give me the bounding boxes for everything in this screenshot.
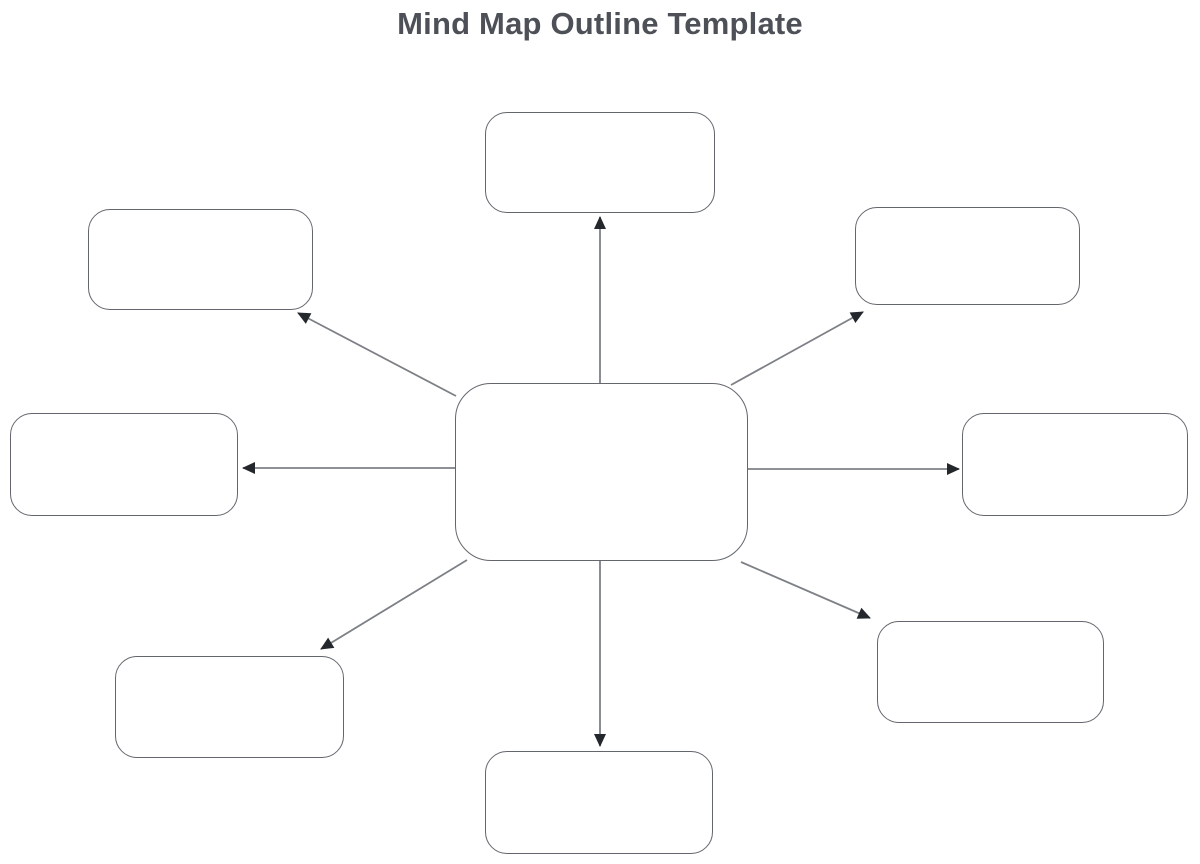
connector-top-left xyxy=(297,312,457,397)
node-branch-left[interactable] xyxy=(10,413,238,516)
node-branch-top-left[interactable] xyxy=(88,209,313,310)
node-branch-right[interactable] xyxy=(962,413,1188,516)
node-branch-bottom-left[interactable] xyxy=(115,656,344,758)
page-title: Mind Map Outline Template xyxy=(397,6,803,41)
connector-top-right xyxy=(730,311,864,386)
connector-bottom-right xyxy=(740,561,871,619)
node-branch-top[interactable] xyxy=(485,112,715,213)
node-branch-bottom[interactable] xyxy=(485,751,713,854)
node-central-topic[interactable] xyxy=(455,383,748,561)
connector-bottom-left xyxy=(320,559,468,650)
node-branch-bottom-right[interactable] xyxy=(877,621,1104,723)
node-branch-top-right[interactable] xyxy=(855,207,1080,305)
